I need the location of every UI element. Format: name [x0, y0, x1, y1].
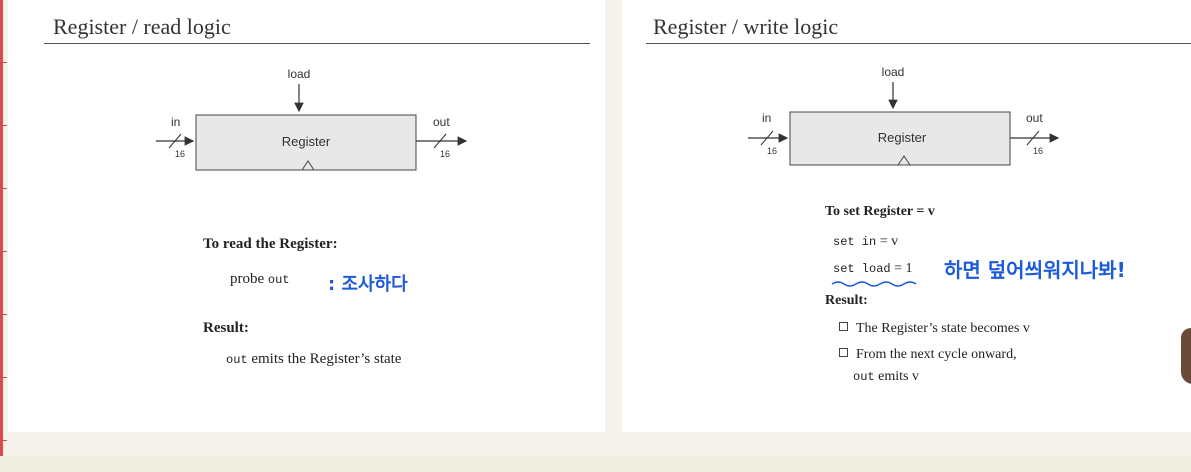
result-line: out emits the Register’s state: [226, 351, 401, 368]
probe-word: probe: [230, 271, 264, 287]
output-label: out: [433, 115, 450, 129]
probe-line: probe out: [230, 271, 290, 288]
register-label: Register: [282, 134, 331, 149]
result-bullet-1: The Register’s state becomes v: [839, 321, 1030, 337]
margin-tick: [0, 314, 7, 315]
output-width: 16: [1033, 146, 1043, 156]
register-diagram: load Register in 16 out 16: [138, 60, 478, 180]
input-width: 16: [175, 149, 185, 159]
title-rule: [646, 43, 1191, 44]
result-bullet-2-cont: out emits v: [853, 369, 919, 385]
output-width: 16: [440, 149, 450, 159]
read-heading: To read the Register:: [203, 236, 338, 253]
step2-rest: = 1: [891, 261, 913, 276]
bullet-icon: [839, 322, 848, 331]
result-code: out: [226, 353, 248, 367]
input-width: 16: [767, 146, 777, 156]
control-label: load: [882, 65, 905, 79]
step-set-in: set in = v: [833, 234, 898, 250]
bottom-strip: [0, 456, 1191, 472]
margin-tick: [0, 377, 7, 378]
step-set-load: set load = 1: [833, 261, 913, 277]
result-heading: Result:: [203, 320, 249, 337]
step1-code: set in: [833, 235, 876, 249]
handwritten-probe-note: : 조사하다: [328, 270, 408, 296]
margin-tick: [0, 125, 7, 126]
input-label: in: [171, 115, 180, 129]
title-rule: [44, 43, 590, 44]
bullet1-text: The Register’s state becomes v: [856, 321, 1030, 336]
slide-title: Register / read logic: [53, 14, 231, 40]
output-label: out: [1026, 111, 1043, 125]
page-margin-line: [0, 0, 3, 472]
result-bullet-2: From the next cycle onward,: [839, 347, 1017, 363]
handwritten-underline: [830, 280, 922, 288]
control-label: load: [288, 67, 311, 81]
input-label: in: [762, 111, 771, 125]
step2-code: set load: [833, 262, 891, 276]
write-heading: To set Register = v: [825, 204, 935, 220]
step1-rest: = v: [876, 234, 898, 249]
probe-code: out: [268, 273, 290, 287]
slide-title: Register / write logic: [653, 14, 838, 40]
result-heading: Result:: [825, 293, 868, 309]
bullet2-code: out: [853, 370, 875, 384]
bullet2-rest: emits v: [875, 369, 919, 384]
margin-tick: [0, 62, 7, 63]
bullet-icon: [839, 348, 848, 357]
bullet2-text: From the next cycle onward,: [856, 347, 1017, 362]
margin-tick: [0, 440, 7, 441]
presenter-hand-edge: [1181, 328, 1191, 384]
register-diagram: load Register in 16 out 16: [736, 60, 1076, 180]
handwritten-load-note: 하면 덮어씌워지나봐!: [944, 254, 1126, 283]
margin-tick: [0, 188, 7, 189]
register-label: Register: [878, 130, 927, 145]
read-logic-slide: Register / read logic load Register in 1…: [8, 0, 605, 432]
margin-tick: [0, 251, 7, 252]
write-logic-slide: Register / write logic load Register in …: [622, 0, 1191, 432]
result-text: emits the Register’s state: [251, 351, 401, 367]
